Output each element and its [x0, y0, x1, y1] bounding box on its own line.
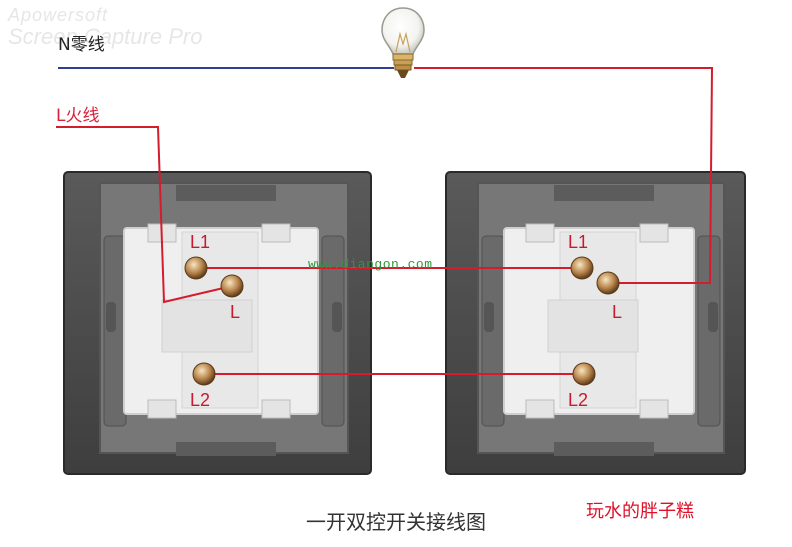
lamp-return-wire [414, 67, 714, 284]
switch-left-terminal-l2: L2 [190, 390, 211, 410]
neutral-wire-label: N零线 [58, 35, 105, 55]
live-wire-label: L火线 [56, 106, 100, 126]
switch-left [63, 171, 372, 475]
switch-right-terminal-l1: L1 [568, 232, 589, 252]
switch-right-terminal-l2: L2 [568, 390, 589, 410]
live-feed-wire [56, 126, 233, 304]
switch-left-terminal-l: L [230, 302, 241, 322]
switch-right-terminal-l: L [612, 302, 623, 322]
diagram-caption: 一开双控开关接线图 [306, 510, 486, 534]
light-bulb-icon [381, 7, 425, 78]
author-credit: 玩水的胖子糕 [586, 501, 694, 522]
switch-left-terminal-l1: L1 [190, 232, 211, 252]
switch-right [445, 171, 746, 475]
site-watermark: www.diangon.com [308, 257, 433, 272]
live-wires [56, 67, 714, 375]
terminal-screws [184, 256, 620, 386]
